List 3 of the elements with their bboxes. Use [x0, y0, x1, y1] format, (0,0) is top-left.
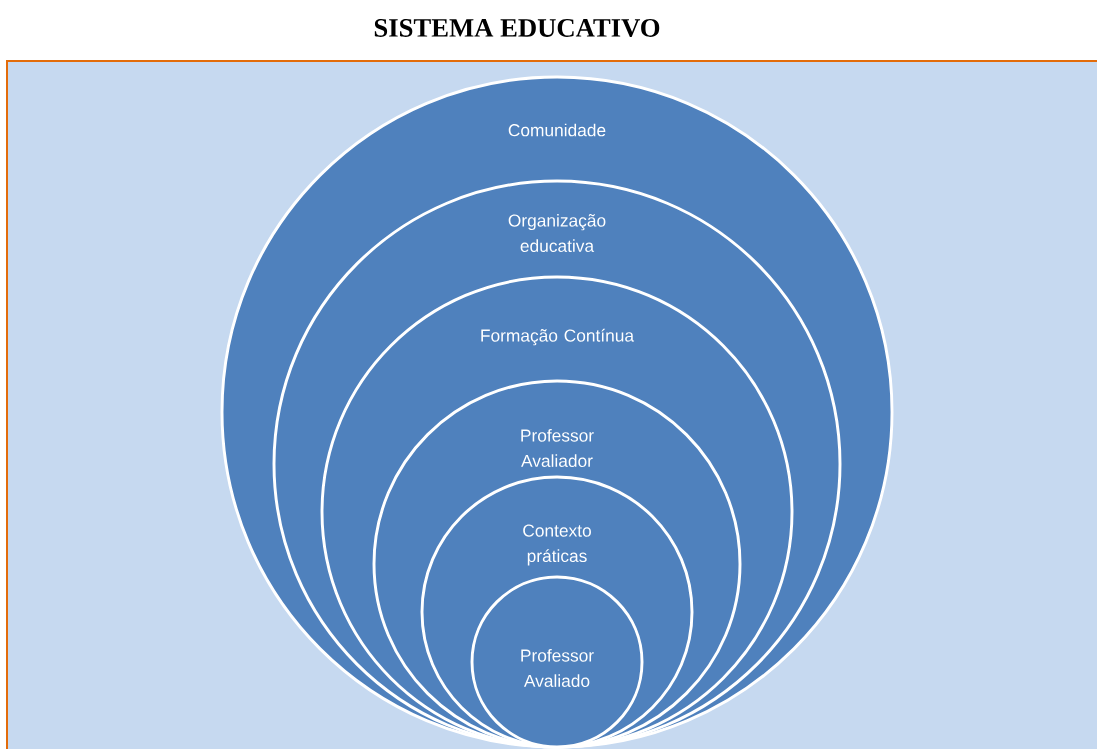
heading: SISTEMA EDUCATIVO: [374, 19, 660, 37]
node-label: Professor Avaliado: [521, 648, 594, 688]
circle-band: Professor Avaliado: [470, 575, 644, 749]
